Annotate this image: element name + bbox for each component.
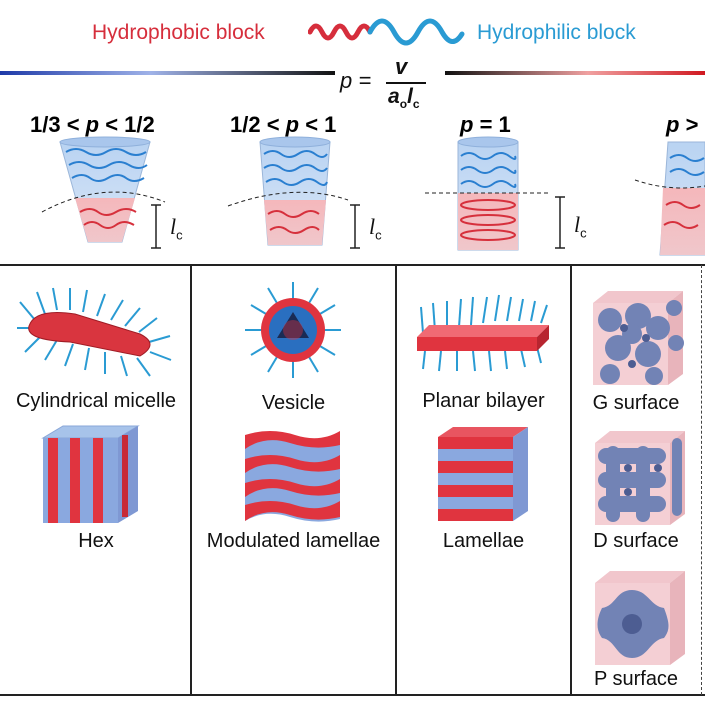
- grid-bottom-line: [0, 694, 705, 696]
- condition-1: 1/3 < p < 1/2: [30, 112, 155, 137]
- condition-2: 1/2 < p < 1: [230, 112, 337, 137]
- gradient-divider: [0, 71, 705, 75]
- condition-4: p >: [666, 112, 699, 137]
- planar-bilayer-image: [417, 294, 549, 372]
- grid-col-divider-2: [395, 265, 397, 695]
- formula-numerator: v: [395, 54, 408, 79]
- hydrophobic-block-label: Hydrophobic block: [92, 21, 265, 44]
- shape-panel: [41, 136, 705, 256]
- formula-lhs: p =: [340, 68, 372, 93]
- hydrophilic-block-label: Hydrophilic block: [477, 21, 636, 44]
- cylinder-shape: [425, 136, 548, 251]
- truncated-cone-shape: [227, 136, 349, 246]
- vesicle-image: [245, 282, 341, 378]
- lc-label-1: lc: [170, 214, 183, 243]
- label-vesicle: Vesicle: [261, 392, 326, 414]
- label-planar-bilayer: Planar bilayer: [422, 390, 545, 412]
- inverted-cone-shape: [634, 141, 705, 256]
- lc-bracket-2: [350, 204, 360, 249]
- grid-col-divider-1: [190, 265, 192, 695]
- formula-l-sub: c: [412, 97, 420, 112]
- grid-dashed-edge: [701, 265, 702, 695]
- lc-label-3: lc: [574, 212, 587, 241]
- formula-a-sub: o: [399, 97, 408, 112]
- hex-image: [41, 425, 140, 523]
- label-modulated-lamellae: Modulated lamellae: [206, 530, 381, 552]
- cylindrical-micelle-image: [17, 287, 172, 377]
- lc-label-2: lc: [369, 214, 382, 243]
- lamellae-image: [438, 427, 528, 521]
- polymer-chain-icon: [308, 18, 465, 46]
- label-cylindrical-micelle: Cylindrical micelle: [15, 390, 177, 412]
- lc-bracket-1: [151, 204, 161, 249]
- modulated-lamellae-image: [245, 431, 340, 522]
- grid-col-divider-3: [570, 265, 572, 695]
- cone-shape: [41, 136, 166, 243]
- lc-bracket-3: [555, 196, 565, 249]
- label-lamellae: Lamellae: [442, 530, 525, 552]
- grid-top-line: [0, 264, 705, 266]
- p-surface-image: [595, 571, 685, 665]
- label-d-surface: D surface: [593, 530, 679, 552]
- formula-l: l: [407, 85, 413, 108]
- label-hex: Hex: [78, 530, 114, 552]
- label-g-surface: G surface: [592, 392, 680, 414]
- packing-parameter-formula: p = v aolc: [340, 54, 445, 112]
- formula-a: a: [388, 85, 400, 108]
- condition-3: p = 1: [460, 112, 511, 137]
- d-surface-image: [595, 431, 685, 525]
- g-surface-image: [593, 291, 684, 385]
- label-p-surface: P surface: [593, 668, 679, 690]
